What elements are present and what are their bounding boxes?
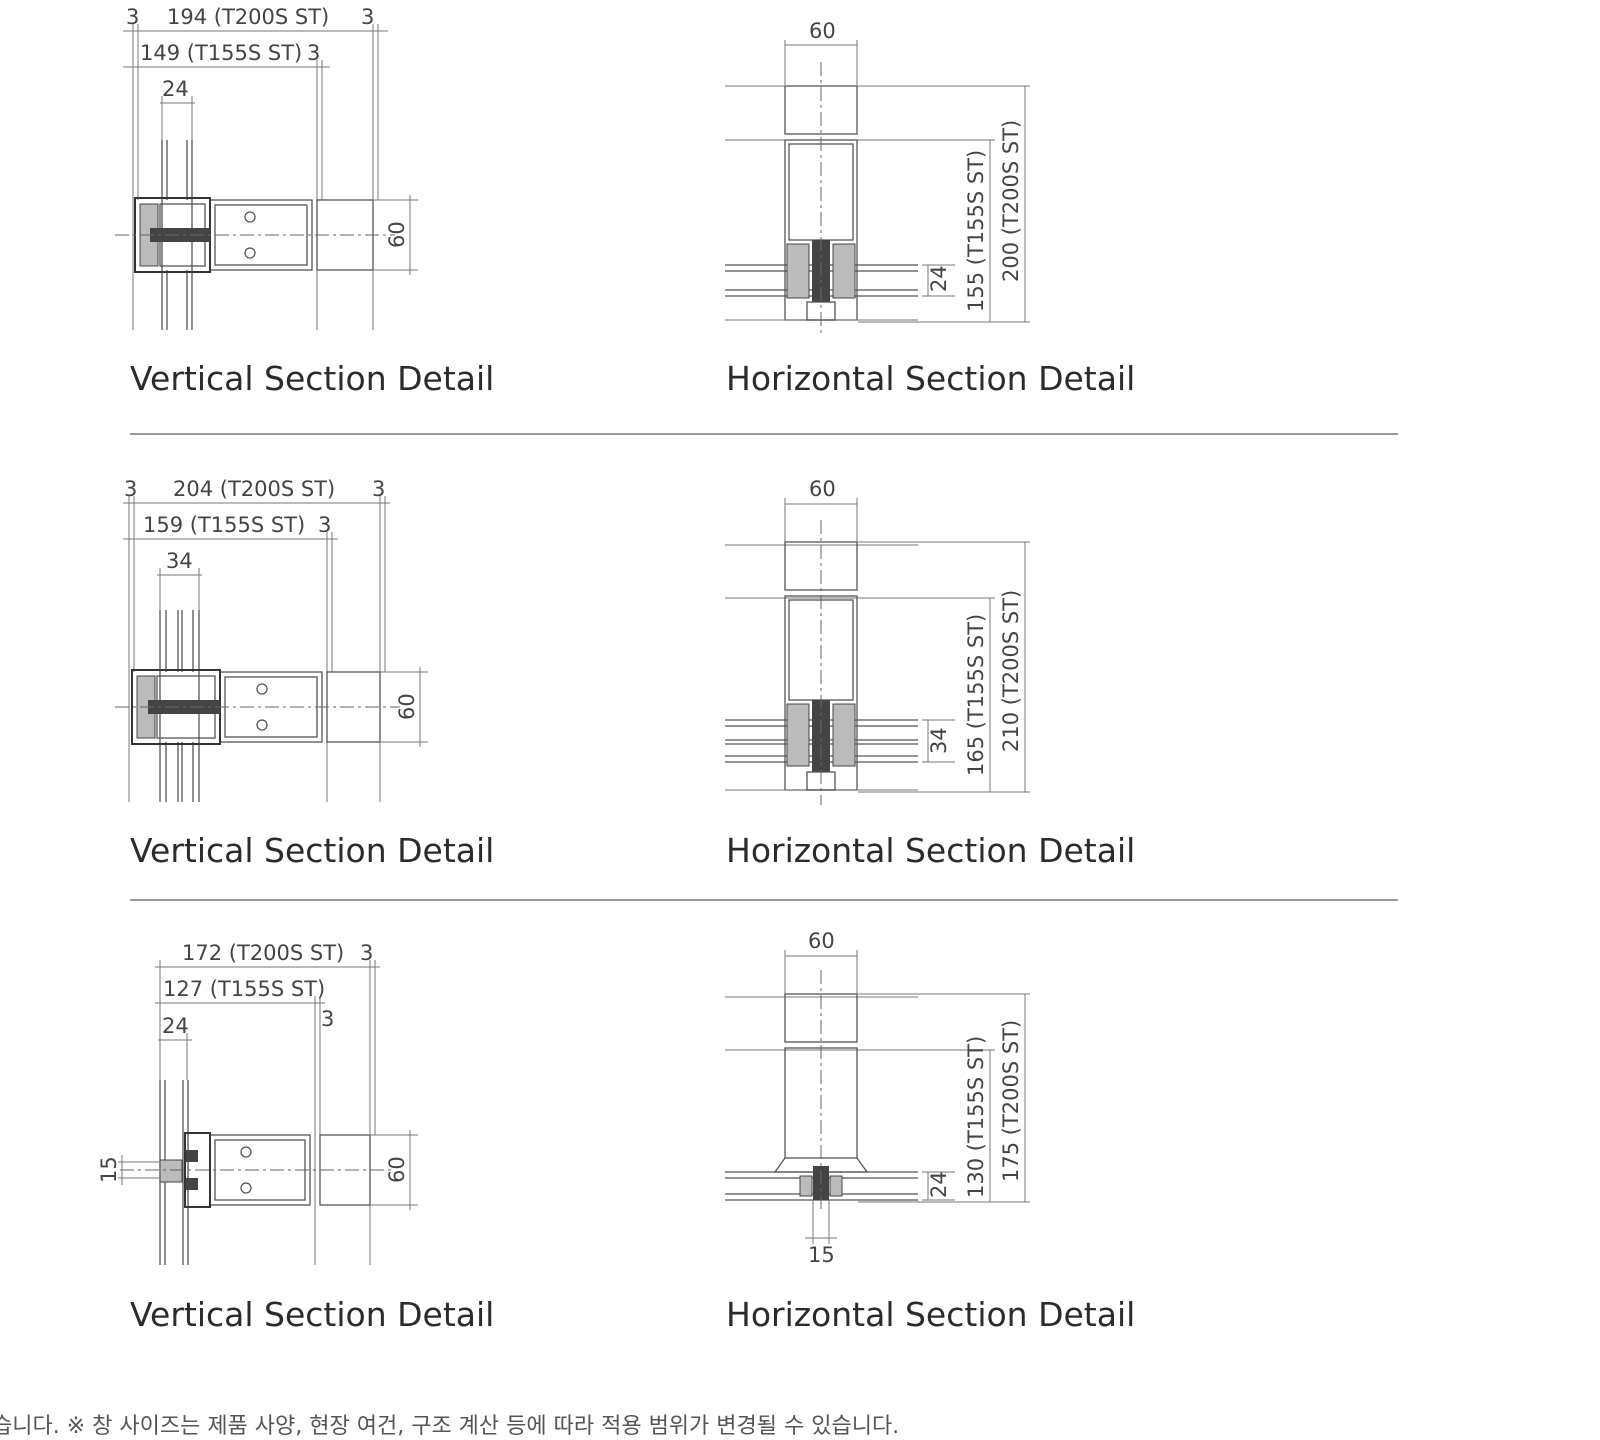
caption-vertical-2: Vertical Section Detail (130, 831, 494, 870)
v1-dim-top-right: 3 (361, 5, 374, 29)
h1-dim-width: 60 (809, 19, 836, 43)
h1-dim-inner: 155 (T155S ST) (964, 150, 988, 312)
footnote: 습니다. ※ 창 사이즈는 제품 사양, 현장 여건, 구조 계산 등에 따라 … (0, 1414, 900, 1439)
v1-dim-top-left: 3 (126, 5, 139, 29)
caption-vertical-3: Vertical Section Detail (130, 1295, 494, 1334)
v2-dim-glass: 34 (166, 549, 193, 573)
h2-dim-inner: 165 (T155S ST) (964, 614, 988, 776)
h2-dim-width: 60 (809, 477, 836, 501)
caption-horizontal-3: Horizontal Section Detail (726, 1295, 1135, 1334)
v1-dim-top-main: 194 (T200S ST) (167, 5, 329, 29)
v3-dim-mid-main: 127 (T155S ST) (163, 977, 325, 1001)
h1-dim-glass: 24 (927, 265, 951, 292)
v3-dim-top-main: 172 (T200S ST) (182, 941, 344, 965)
h3-dim-width: 60 (808, 929, 835, 953)
v3-dim-top-right: 3 (360, 941, 373, 965)
v2-dim-mid-right: 3 (318, 513, 331, 537)
horizontal-section-1: 60 24 155 (T155S ST) 200 (T200S ST) (725, 19, 1030, 335)
horizontal-section-2: 60 34 165 (T155S ST) 210 (T200S ST) (725, 477, 1030, 805)
v1-dim-glass: 24 (162, 77, 189, 101)
v3-dim-depth: 60 (385, 1156, 409, 1183)
v3-dim-mid-right: 3 (321, 1007, 334, 1031)
v2-dim-mid-main: 159 (T155S ST) (143, 513, 305, 537)
caption-horizontal-1: Horizontal Section Detail (726, 359, 1135, 398)
h3-dim-glass: 24 (927, 1171, 951, 1198)
v2-dim-top-right: 3 (372, 477, 385, 501)
v1-dim-mid-main: 149 (T155S ST) (140, 41, 302, 65)
h3-dim-inner: 130 (T155S ST) (964, 1036, 988, 1198)
horizontal-section-3: 60 24 130 (T155S ST) 175 (T200S ST) 15 (725, 929, 1030, 1267)
v1-dim-depth: 60 (385, 221, 409, 248)
v1-dim-mid-right: 3 (307, 41, 320, 65)
vertical-section-2: 3 204 (T200S ST) 3 159 (T155S ST) 3 34 6… (115, 477, 428, 802)
v3-dim-glass: 24 (162, 1014, 189, 1038)
h3-dim-joint: 15 (808, 1243, 835, 1267)
v2-dim-depth: 60 (395, 693, 419, 720)
vertical-section-1: 3 194 (T200S ST) 3 149 (T155S ST) 3 24 6… (115, 5, 418, 330)
caption-horizontal-2: Horizontal Section Detail (726, 831, 1135, 870)
h2-dim-glass: 34 (927, 727, 951, 754)
h2-dim-outer: 210 (T200S ST) (999, 590, 1023, 752)
caption-vertical-1: Vertical Section Detail (130, 359, 494, 398)
h1-dim-outer: 200 (T200S ST) (999, 120, 1023, 282)
v3-dim-joint: 15 (97, 1156, 121, 1183)
v2-dim-top-left: 3 (124, 477, 137, 501)
v2-dim-top-main: 204 (T200S ST) (173, 477, 335, 501)
vertical-section-3: 172 (T200S ST) 3 127 (T155S ST) 3 24 60 … (97, 941, 418, 1265)
h3-dim-outer: 175 (T200S ST) (999, 1020, 1023, 1182)
